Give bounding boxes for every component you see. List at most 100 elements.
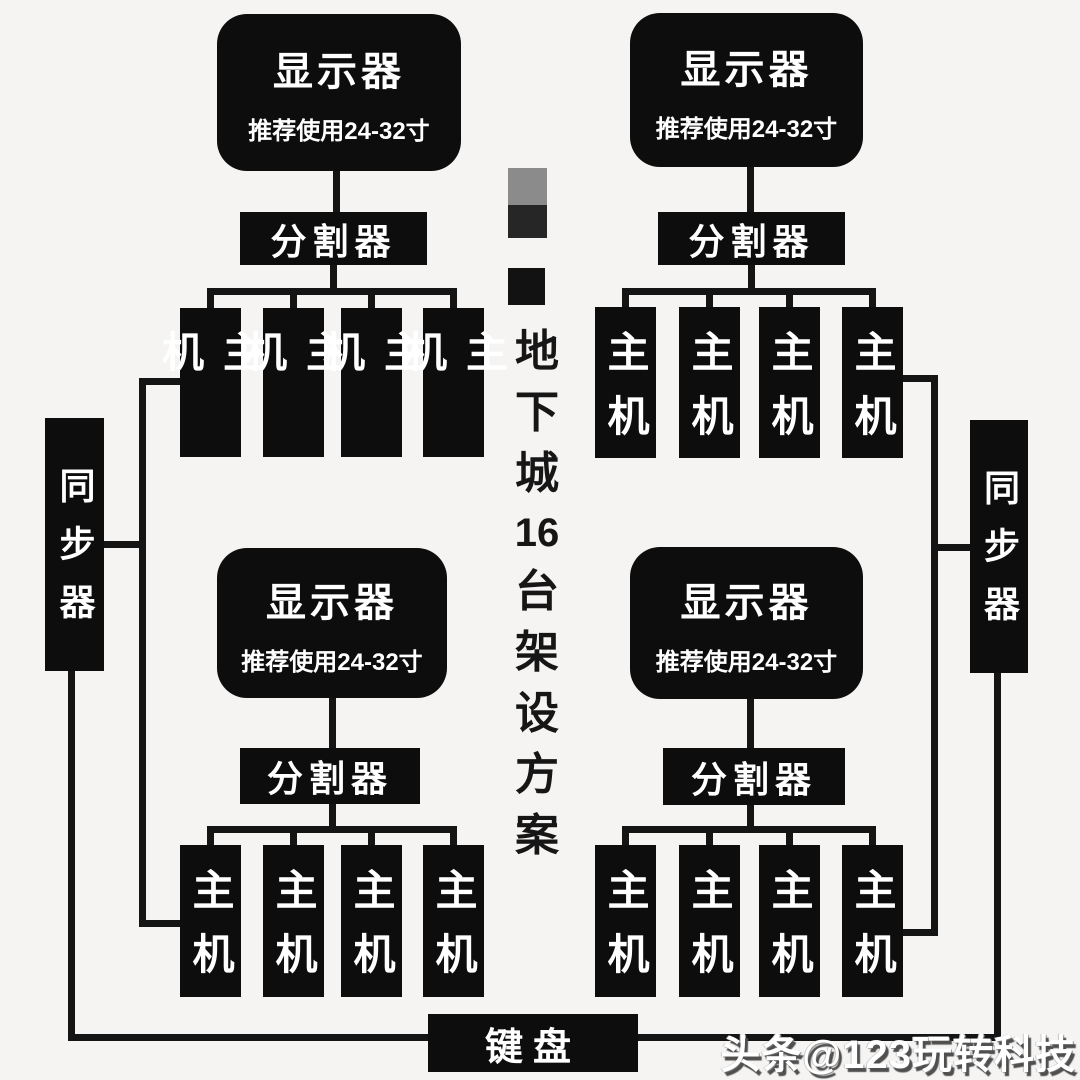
host-label: 主机 [156,330,265,394]
connector-line [637,1034,1001,1041]
connector-line [747,803,754,830]
host-node: 主机 [240,308,348,457]
connector-line [329,802,336,830]
center-title-char: 设 [515,689,559,738]
monitor-node-top-left: 显示器 推荐使用24-32寸 [217,14,461,171]
splitter-node-top-right: 分割器 [658,212,845,265]
host-node: 主机 [157,308,265,457]
connector-line [139,378,146,927]
center-title: 地 下 城 16 台 架 设 方 案 [505,330,569,858]
legend-square-dark [508,205,547,238]
watermark: 头条@123玩转科技 [720,1033,1076,1077]
center-title-char: 下 [515,388,559,437]
connector-line [706,288,713,310]
monitor-subtitle: 推荐使用24-32寸 [241,648,423,676]
host-label: 主机 [270,868,317,996]
connector-line [368,826,375,847]
host-label: 主机 [187,868,234,996]
center-title-char: 案 [515,811,559,860]
legend-square-black [508,268,545,305]
monitor-node-bottom-right: 显示器 推荐使用24-32寸 [630,547,863,699]
connector-line [869,826,876,847]
synchronizer-label: 同步器 [979,468,1020,643]
host-label: 主机 [399,330,508,394]
host-node: 主机 [400,308,508,457]
host-label: 主机 [766,868,813,996]
connector-line [329,696,336,751]
connector-line [622,826,629,847]
connector-line [622,826,876,833]
monitor-node-bottom-left: 显示器 推荐使用24-32寸 [217,548,447,698]
center-title-char: 架 [515,628,559,677]
host-label: 主机 [317,330,426,394]
connector-line [450,288,457,310]
host-label: 主机 [849,868,896,996]
connector-line [207,288,214,310]
connector-line [936,544,972,551]
host-node: 主机 [318,308,426,457]
connector-line [994,670,1001,1041]
splitter-node-bottom-left: 分割器 [240,748,420,804]
splitter-node-bottom-right: 分割器 [663,748,845,805]
center-title-char: 16 [514,511,560,555]
host-node: 主机 [595,307,656,458]
host-node: 主机 [423,845,484,997]
host-label: 主机 [766,329,813,458]
monitor-subtitle: 推荐使用24-32寸 [655,115,838,143]
monitor-title: 显示器 [266,580,398,625]
connector-line [368,288,375,310]
connector-line [902,929,934,936]
splitter-node-top-left: 分割器 [240,212,427,265]
connector-line [706,826,713,847]
synchronizer-node-right: 同步器 [970,420,1028,673]
host-node: 主机 [341,845,402,997]
connector-line [747,696,754,751]
connector-line [330,263,337,292]
connector-line [622,288,629,310]
connector-line [747,165,754,216]
synchronizer-label: 同步器 [54,466,96,641]
host-label: 主机 [239,330,348,394]
connector-line [207,826,214,847]
host-node: 主机 [263,845,324,997]
host-label: 主机 [602,868,649,996]
connector-line [622,288,876,295]
connector-line [786,826,793,847]
connector-line [748,263,755,292]
monitor-node-top-right: 显示器 推荐使用24-32寸 [630,13,863,167]
monitor-subtitle: 推荐使用24-32寸 [248,118,430,145]
connector-line [141,378,183,385]
synchronizer-node-left: 同步器 [45,418,104,671]
host-label: 主机 [849,329,896,458]
connector-line [207,288,457,295]
center-title-char: 台 [515,567,559,616]
monitor-title: 显示器 [273,50,405,94]
keyboard-node: 键盘 [428,1014,638,1072]
host-node: 主机 [759,307,820,458]
host-node: 主机 [679,307,740,458]
host-label: 主机 [348,868,395,996]
connector-line [290,826,297,847]
host-label: 主机 [602,329,649,458]
connector-line [290,288,297,310]
connector-line [333,168,340,216]
host-node: 主机 [679,845,740,997]
host-node: 主机 [842,307,903,458]
connector-line [931,375,938,936]
connector-line [902,375,934,382]
connector-line [68,1034,430,1041]
center-title-char: 地 [515,327,559,376]
connector-line [102,541,142,548]
host-node: 主机 [759,845,820,997]
center-title-char: 方 [515,750,559,799]
connector-line [141,920,183,927]
legend-square-gray [508,168,547,205]
host-label: 主机 [430,868,477,996]
host-label: 主机 [686,868,733,996]
connector-line [869,288,876,310]
monitor-subtitle: 推荐使用24-32寸 [655,648,838,676]
host-node: 主机 [595,845,656,997]
host-node: 主机 [180,845,241,997]
host-label: 主机 [686,329,733,458]
